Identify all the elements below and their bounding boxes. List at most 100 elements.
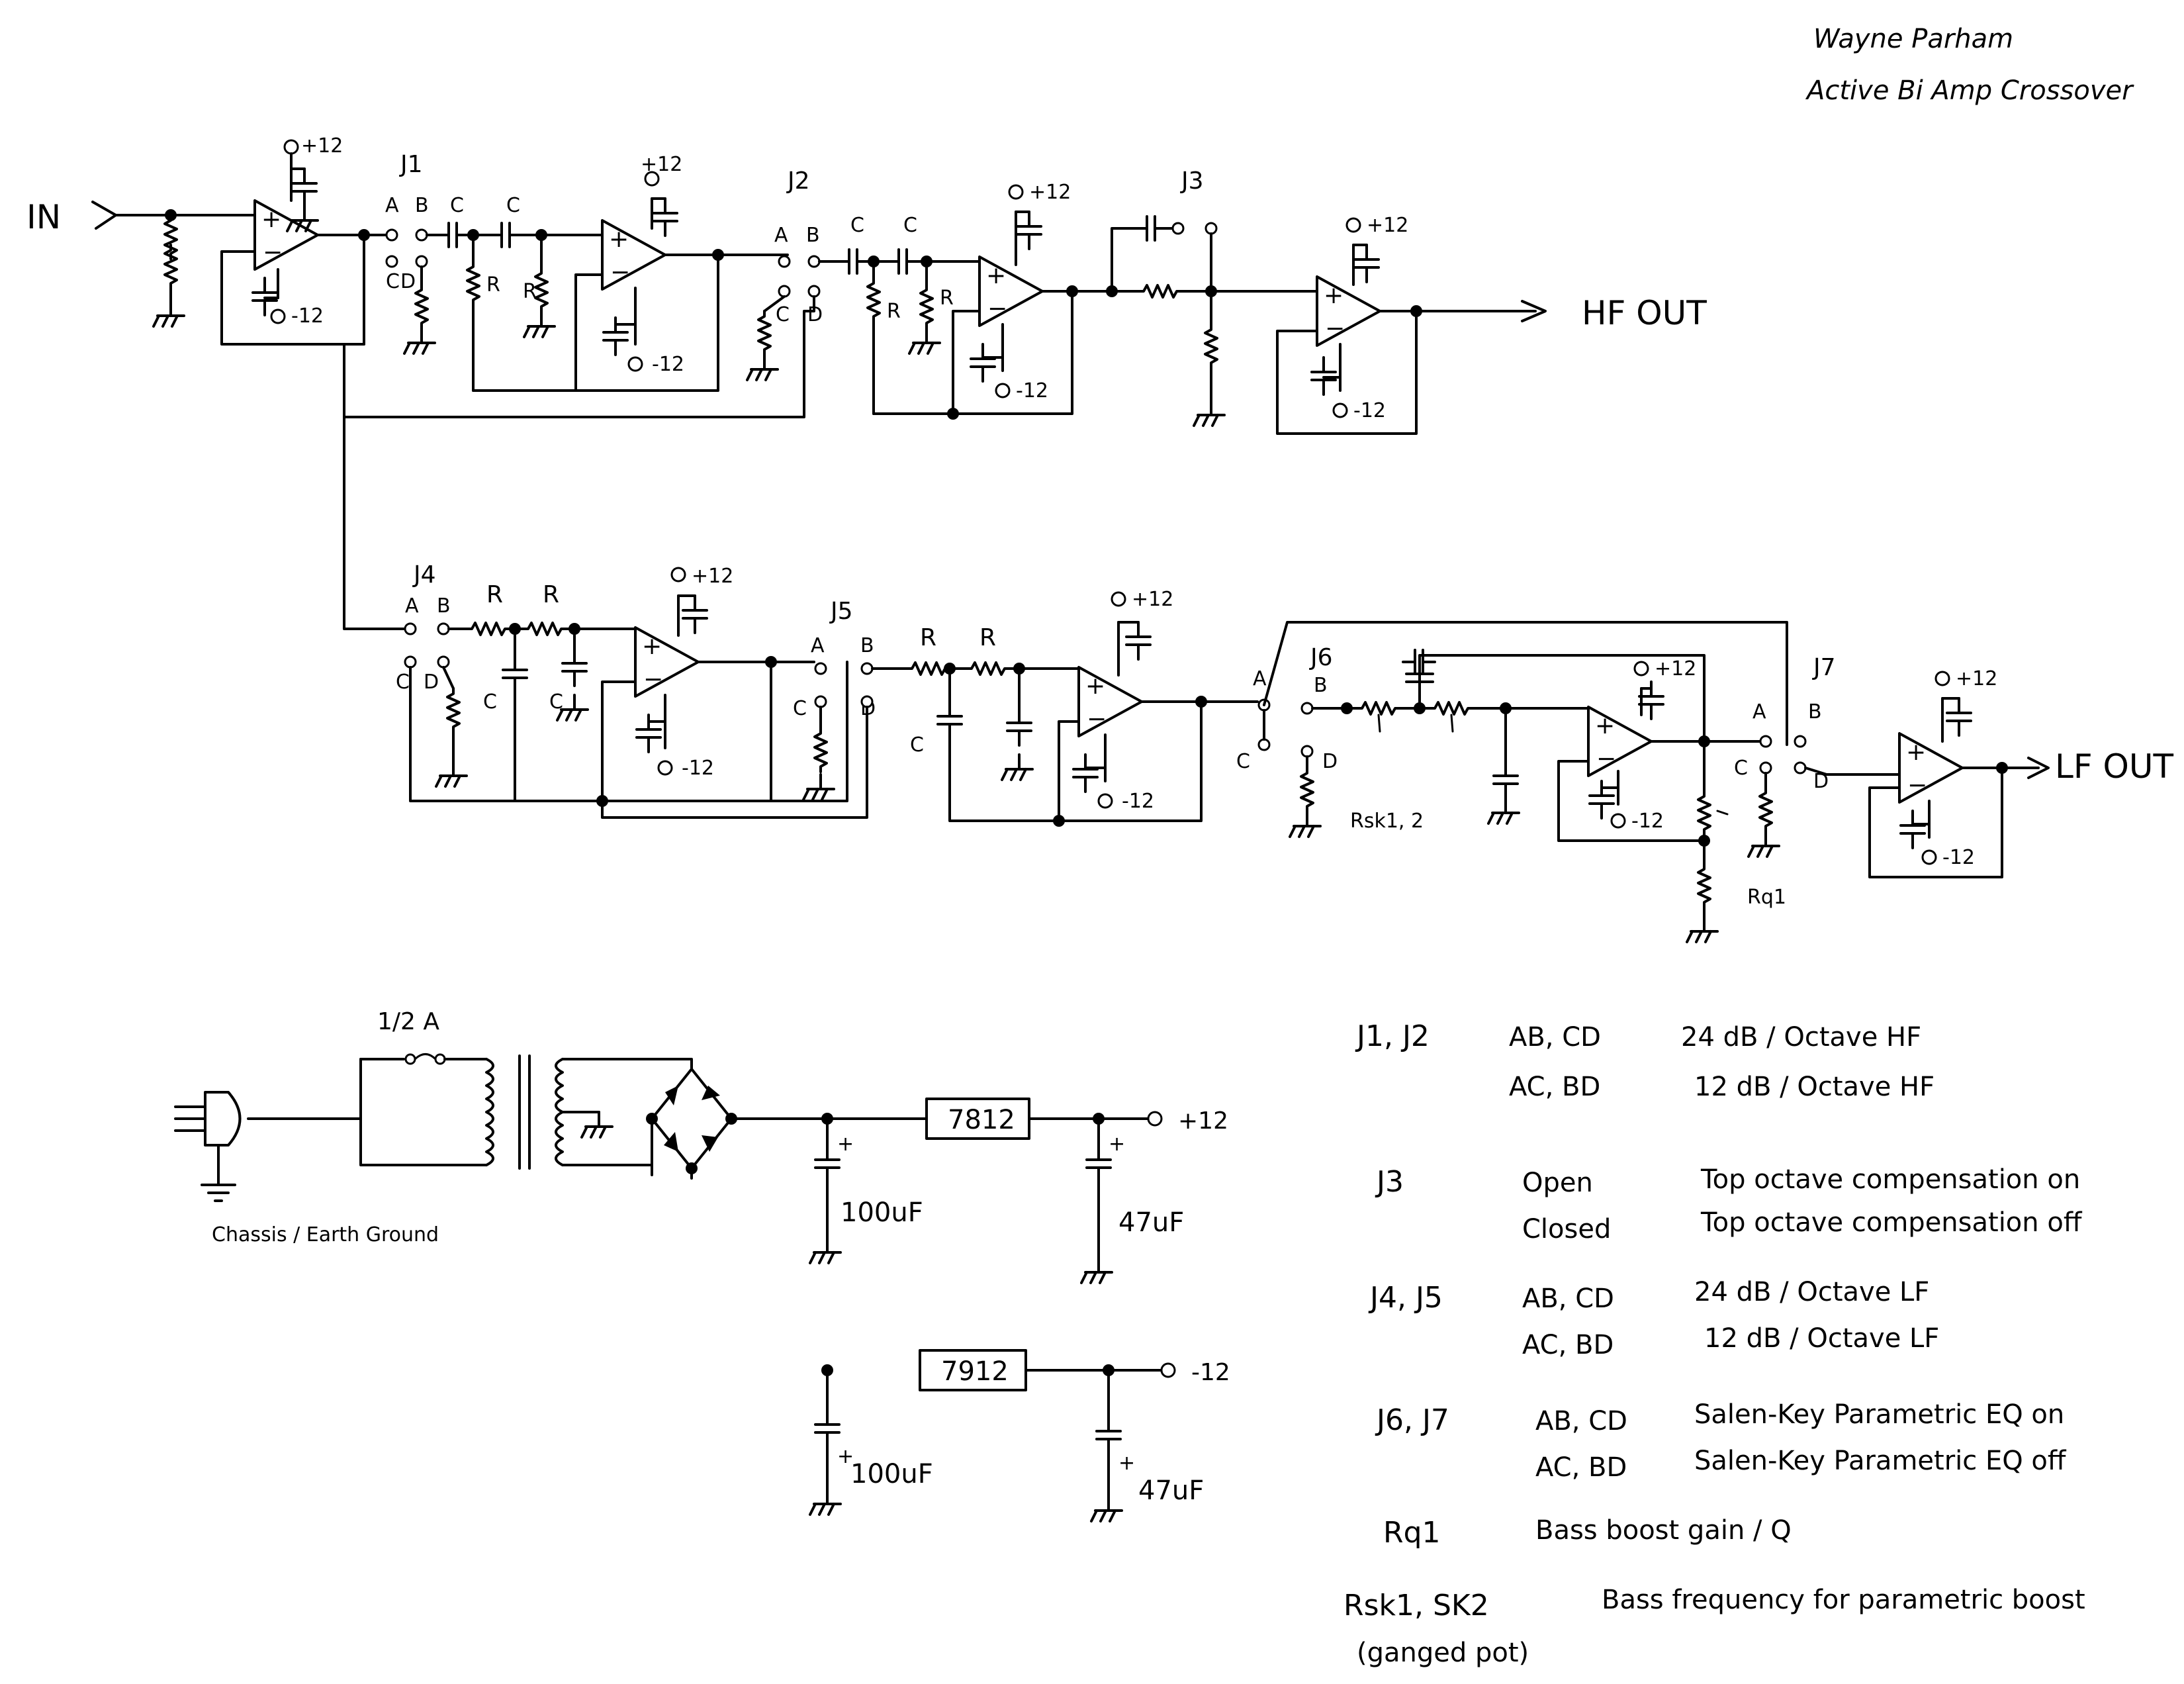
svg-text:AB, CD: AB, CD	[1535, 1406, 1627, 1436]
legend-key: J4, J5	[1368, 1281, 1443, 1315]
svg-text:AB, CD: AB, CD	[1522, 1284, 1614, 1314]
vneg-label-3: -12	[1016, 379, 1048, 402]
svg-text:A: A	[774, 224, 788, 247]
j2-pin-c[interactable]	[778, 285, 791, 298]
j1-pin-d[interactable]	[415, 255, 428, 268]
j5-pin-d[interactable]	[860, 695, 874, 708]
svg-text:AB, CD: AB, CD	[1509, 1022, 1601, 1052]
op-amp-lf-stage-2	[1077, 666, 1143, 737]
j3-pin-2[interactable]	[1205, 222, 1218, 235]
legend-key: Rsk1, SK2	[1343, 1589, 1489, 1622]
power-supply: Chassis / Earth Ground 1/2 A	[174, 1008, 1230, 1522]
op-amp-input-buffer	[253, 199, 319, 271]
svg-text:+: +	[837, 1445, 854, 1468]
svg-text:(ganged pot): (ganged pot)	[1357, 1638, 1529, 1668]
svg-text:B: B	[437, 594, 451, 618]
j6-pin-d[interactable]	[1300, 745, 1314, 758]
j7-label: J7	[1812, 654, 1836, 681]
svg-text:A: A	[385, 194, 399, 217]
j2-pin-a[interactable]	[778, 255, 791, 268]
input-arrow-icon	[91, 201, 117, 230]
svg-text:R: R	[543, 581, 559, 608]
j7-pin-c[interactable]	[1759, 761, 1772, 774]
svg-text:D: D	[807, 303, 823, 326]
svg-text:Top octave compensation off: Top octave compensation off	[1700, 1207, 2083, 1238]
svg-text:24 dB / Octave LF: 24 dB / Octave LF	[1694, 1277, 1929, 1307]
j1-pin-a[interactable]	[385, 228, 398, 242]
svg-text:D: D	[424, 671, 439, 694]
j2-pin-b[interactable]	[807, 255, 821, 268]
svg-text:AC, BD: AC, BD	[1522, 1330, 1614, 1360]
hf-out-label: HF OUT	[1582, 294, 1707, 332]
vneg-label-1: -12	[291, 304, 324, 328]
svg-text:C: C	[549, 690, 563, 714]
lf-out-label: LF OUT	[2055, 747, 2173, 786]
svg-text:+: +	[1118, 1452, 1135, 1475]
svg-text:R: R	[523, 280, 537, 303]
j7-pin-b[interactable]	[1794, 761, 1807, 774]
svg-text:A: A	[405, 594, 419, 618]
vneg-label-6: -12	[1122, 790, 1154, 813]
j4-pin-a[interactable]	[404, 622, 417, 635]
j3-label: J3	[1180, 167, 1204, 195]
svg-text:AC, BD: AC, BD	[1509, 1072, 1600, 1102]
title-block: Wayne Parham Active Bi Amp Crossover	[1805, 24, 2134, 106]
svg-text:D: D	[1813, 770, 1829, 793]
op-amp-hf-stage-1	[601, 219, 666, 291]
svg-text:C: C	[903, 214, 917, 237]
legend-key: Rq1	[1383, 1516, 1441, 1550]
vpos-label-3: +12	[1029, 181, 1071, 204]
svg-text:Open: Open	[1522, 1168, 1593, 1198]
legend-row-j4-j5: J4, J5 AB, CD AC, BD 24 dB / Octave LF 1…	[1368, 1277, 1939, 1360]
vpos-label-6: +12	[1132, 588, 1173, 611]
title-author: Wayne Parham	[1813, 24, 2013, 54]
cap-100uf-pos-label: 100uF	[841, 1197, 923, 1228]
svg-text:D: D	[1322, 750, 1338, 773]
svg-text:B: B	[1314, 674, 1328, 697]
vneg-label-5: -12	[682, 757, 714, 780]
j6-pin-b[interactable]	[1300, 702, 1314, 715]
out-pos-label: +12	[1178, 1107, 1228, 1135]
j1-pin-c[interactable]	[385, 255, 398, 268]
title-subtitle: Active Bi Amp Crossover	[1805, 75, 2134, 106]
svg-text:R: R	[486, 581, 503, 608]
fuse-icon	[404, 1053, 446, 1065]
rsk-label: Rsk1, 2	[1350, 810, 1424, 833]
j1-pin-b[interactable]	[415, 228, 428, 242]
vpos-label-4: +12	[1367, 214, 1408, 237]
lf-section: J4 A B C D R R C C	[343, 343, 2173, 943]
j4-pin-d[interactable]	[437, 655, 450, 669]
vneg-label-4: -12	[1353, 399, 1386, 422]
j1-label: J1	[399, 151, 423, 178]
j2-label: J2	[786, 167, 810, 195]
rq1-label: Rq1	[1747, 886, 1786, 909]
j5-pin-c[interactable]	[814, 695, 827, 708]
svg-text:B: B	[860, 634, 874, 657]
j7-pin-d[interactable]	[1794, 735, 1807, 748]
j3-pin-1[interactable]	[1171, 222, 1185, 235]
op-amp-lf-output-buffer	[1898, 732, 1964, 804]
legend-row-j3: J3 Open Closed Top octave compensation o…	[1375, 1164, 2083, 1244]
j7-pin-a[interactable]	[1759, 735, 1772, 748]
j6-pin-c[interactable]	[1257, 738, 1271, 751]
legend-row-rsk: Rsk1, SK2 Bass frequency for parametric …	[1343, 1585, 2085, 1668]
svg-text:12 dB / Octave HF: 12 dB / Octave HF	[1694, 1072, 1934, 1102]
svg-text:7812: 7812	[948, 1105, 1015, 1135]
legend-key: J6, J7	[1375, 1403, 1449, 1437]
ground-label: Chassis / Earth Ground	[212, 1223, 439, 1246]
svg-text:+: +	[1109, 1133, 1125, 1156]
svg-text:C: C	[386, 270, 400, 293]
svg-text:A: A	[811, 634, 825, 657]
legend-row-rq1: Rq1 Bass boost gain / Q	[1383, 1515, 1792, 1550]
j4-pin-c[interactable]	[404, 655, 417, 669]
j5-pin-a[interactable]	[814, 662, 827, 675]
j4-pin-b[interactable]	[437, 622, 450, 635]
svg-text:Top octave compensation on: Top octave compensation on	[1700, 1164, 2080, 1195]
fuse-label: 1/2 A	[377, 1008, 439, 1035]
j5-pin-b[interactable]	[860, 662, 874, 675]
j2-pin-d[interactable]	[807, 285, 821, 298]
vpos-label-2: +12	[641, 153, 682, 176]
svg-text:C: C	[850, 214, 864, 237]
j4-label: J4	[412, 561, 436, 588]
svg-text:C: C	[1236, 750, 1250, 773]
